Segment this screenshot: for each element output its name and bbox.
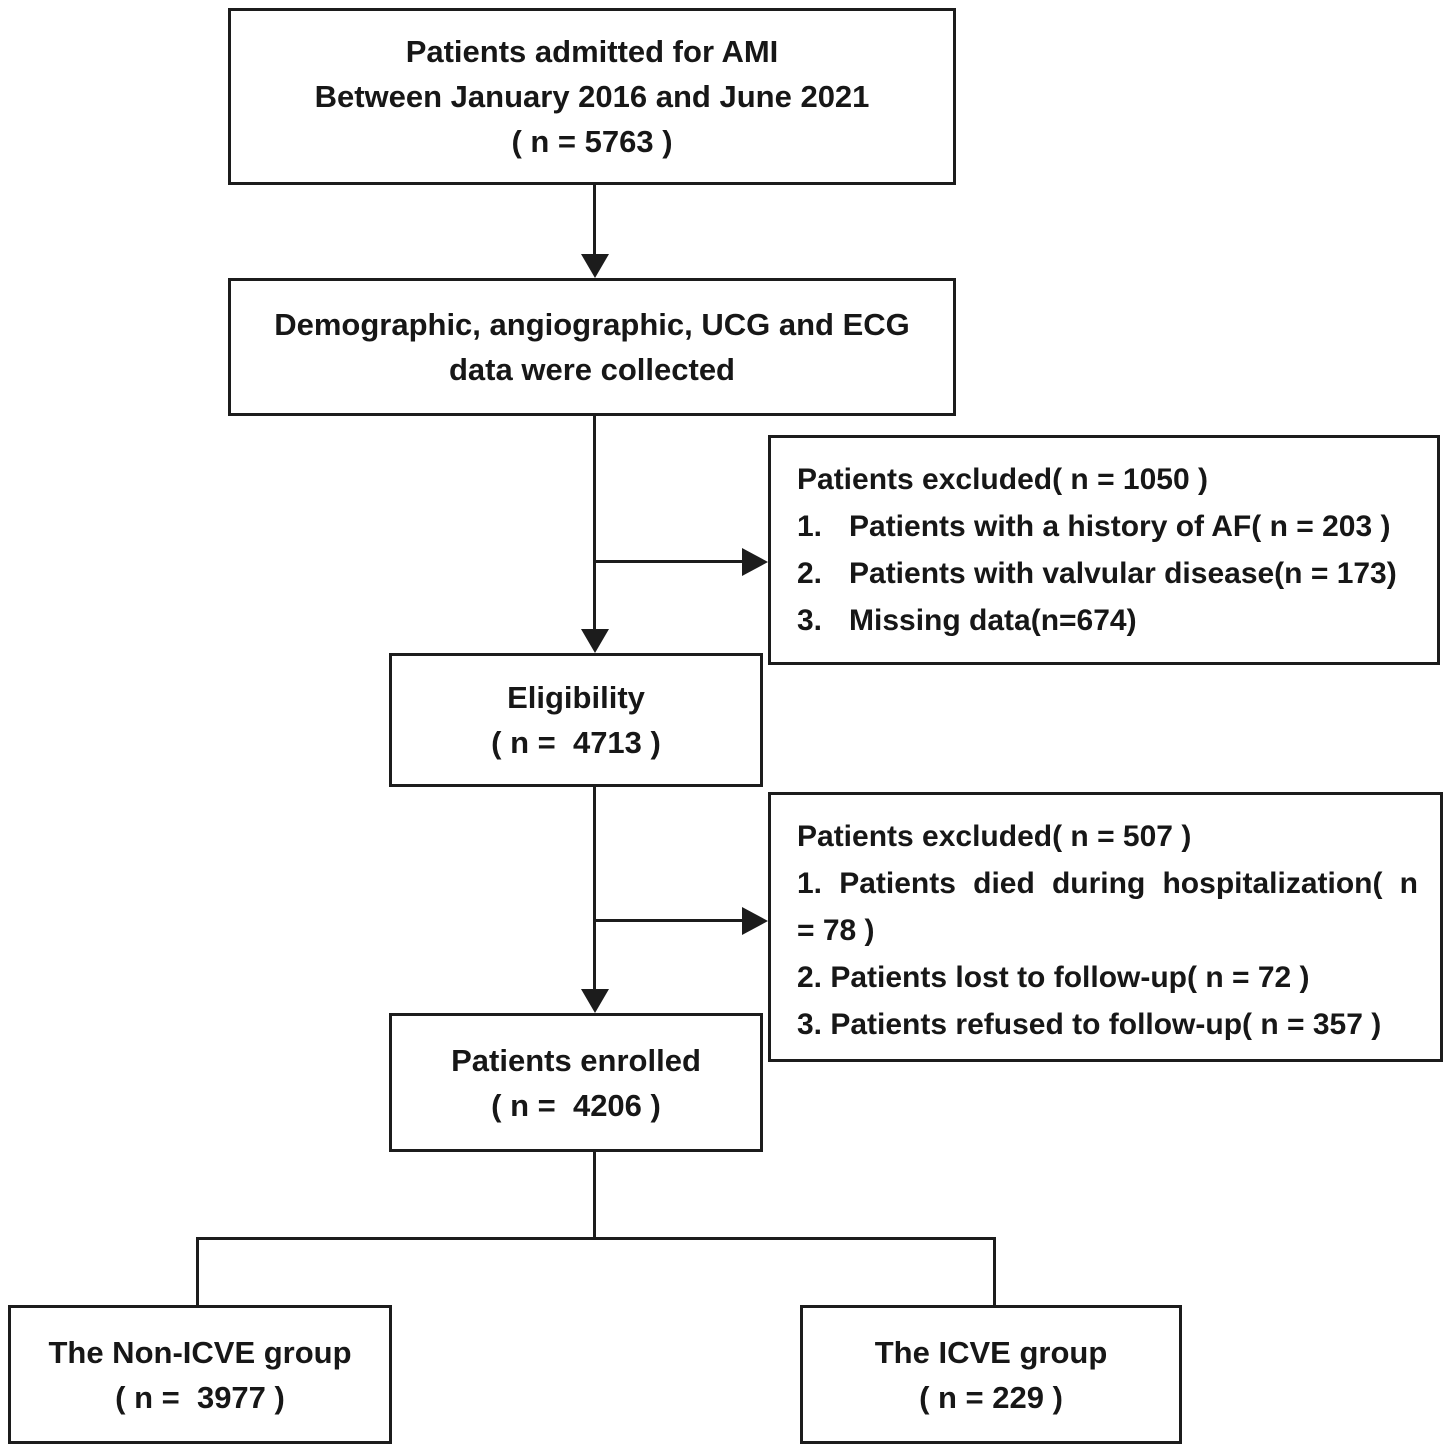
connector-collected-to-eligibility — [593, 416, 596, 631]
arrowhead-right-icon — [742, 907, 768, 935]
admitted-box: Patients admitted for AMI Between Januar… — [228, 8, 956, 185]
connector-enrolled-down — [593, 1152, 596, 1240]
item-number: 3. — [797, 604, 823, 637]
admitted-line-2: Between January 2016 and June 2021 — [314, 79, 870, 114]
excluded-507-item-2: 2. Patients lost to follow-up( n = 72 ) — [797, 961, 1310, 994]
item-text: Patients with valvular disease(n = 173) — [849, 557, 1397, 590]
non-icve-group-box: The Non-ICVE group ( n = 3977 ) — [8, 1305, 392, 1444]
icve-count: ( n = 229 ) — [919, 1379, 1063, 1415]
excluded-1050-item-3: 3. Missing data(n=674) — [797, 597, 1429, 644]
collected-box: Demographic, angiographic, UCG and ECG d… — [228, 278, 956, 416]
collected-line-2: data were collected — [448, 352, 735, 387]
connector-to-excluded-1050 — [594, 560, 742, 563]
connector-eligibility-to-enrolled — [593, 787, 596, 991]
icve-group-box: The ICVE group ( n = 229 ) — [800, 1305, 1182, 1444]
excluded-1050-box: Patients excluded( n = 1050 ) 1. Patient… — [768, 435, 1440, 665]
item-text: Missing data(n=674) — [849, 604, 1137, 637]
excluded-507-item-3: 3. Patients refused to follow-up( n = 35… — [797, 1008, 1382, 1041]
admitted-count: ( n = 5763 ) — [511, 124, 673, 159]
excluded-1050-title: Patients excluded( n = 1050 ) — [797, 463, 1208, 496]
excluded-1050-item-2: 2. Patients with valvular disease(n = 17… — [797, 550, 1429, 597]
enrolled-line-1: Patients enrolled — [451, 1042, 701, 1078]
enrolled-box: Patients enrolled ( n = 4206 ) — [389, 1013, 763, 1152]
non-icve-line-1: The Non-ICVE group — [48, 1334, 352, 1370]
excluded-507-box: Patients excluded( n = 507 ) 1. Patients… — [768, 792, 1443, 1062]
connector-split-horizontal — [196, 1237, 996, 1240]
item-number: 2. — [797, 557, 823, 590]
item-number: 1. — [797, 510, 823, 543]
connector-to-excluded-507 — [594, 919, 742, 922]
excluded-1050-item-1: 1. Patients with a history of AF( n = 20… — [797, 503, 1429, 550]
connector-to-icve — [993, 1237, 996, 1305]
eligibility-count: ( n = 4713 ) — [491, 725, 661, 760]
icve-line-1: The ICVE group — [874, 1334, 1108, 1370]
arrowhead-down-icon — [581, 254, 609, 278]
excluded-507-item-1a: 1. Patients died during hospitalization(… — [797, 867, 1418, 900]
excluded-507-title: Patients excluded( n = 507 ) — [797, 820, 1192, 853]
connector-to-non-icve — [196, 1237, 199, 1305]
connector-admitted-to-collected — [593, 185, 596, 256]
excluded-507-item-1b: = 78 ) — [797, 914, 875, 947]
arrowhead-down-icon — [581, 629, 609, 653]
enrolled-count: ( n = 4206 ) — [491, 1087, 661, 1123]
item-text: Patients with a history of AF( n = 203 ) — [849, 510, 1391, 543]
collected-line-1: Demographic, angiographic, UCG and ECG — [274, 307, 910, 342]
admitted-line-1: Patients admitted for AMI — [405, 34, 779, 69]
arrowhead-right-icon — [742, 548, 768, 576]
non-icve-count: ( n = 3977 ) — [115, 1379, 285, 1415]
arrowhead-down-icon — [581, 989, 609, 1013]
eligibility-box: Eligibility ( n = 4713 ) — [389, 653, 763, 787]
eligibility-line-1: Eligibility — [507, 680, 645, 715]
